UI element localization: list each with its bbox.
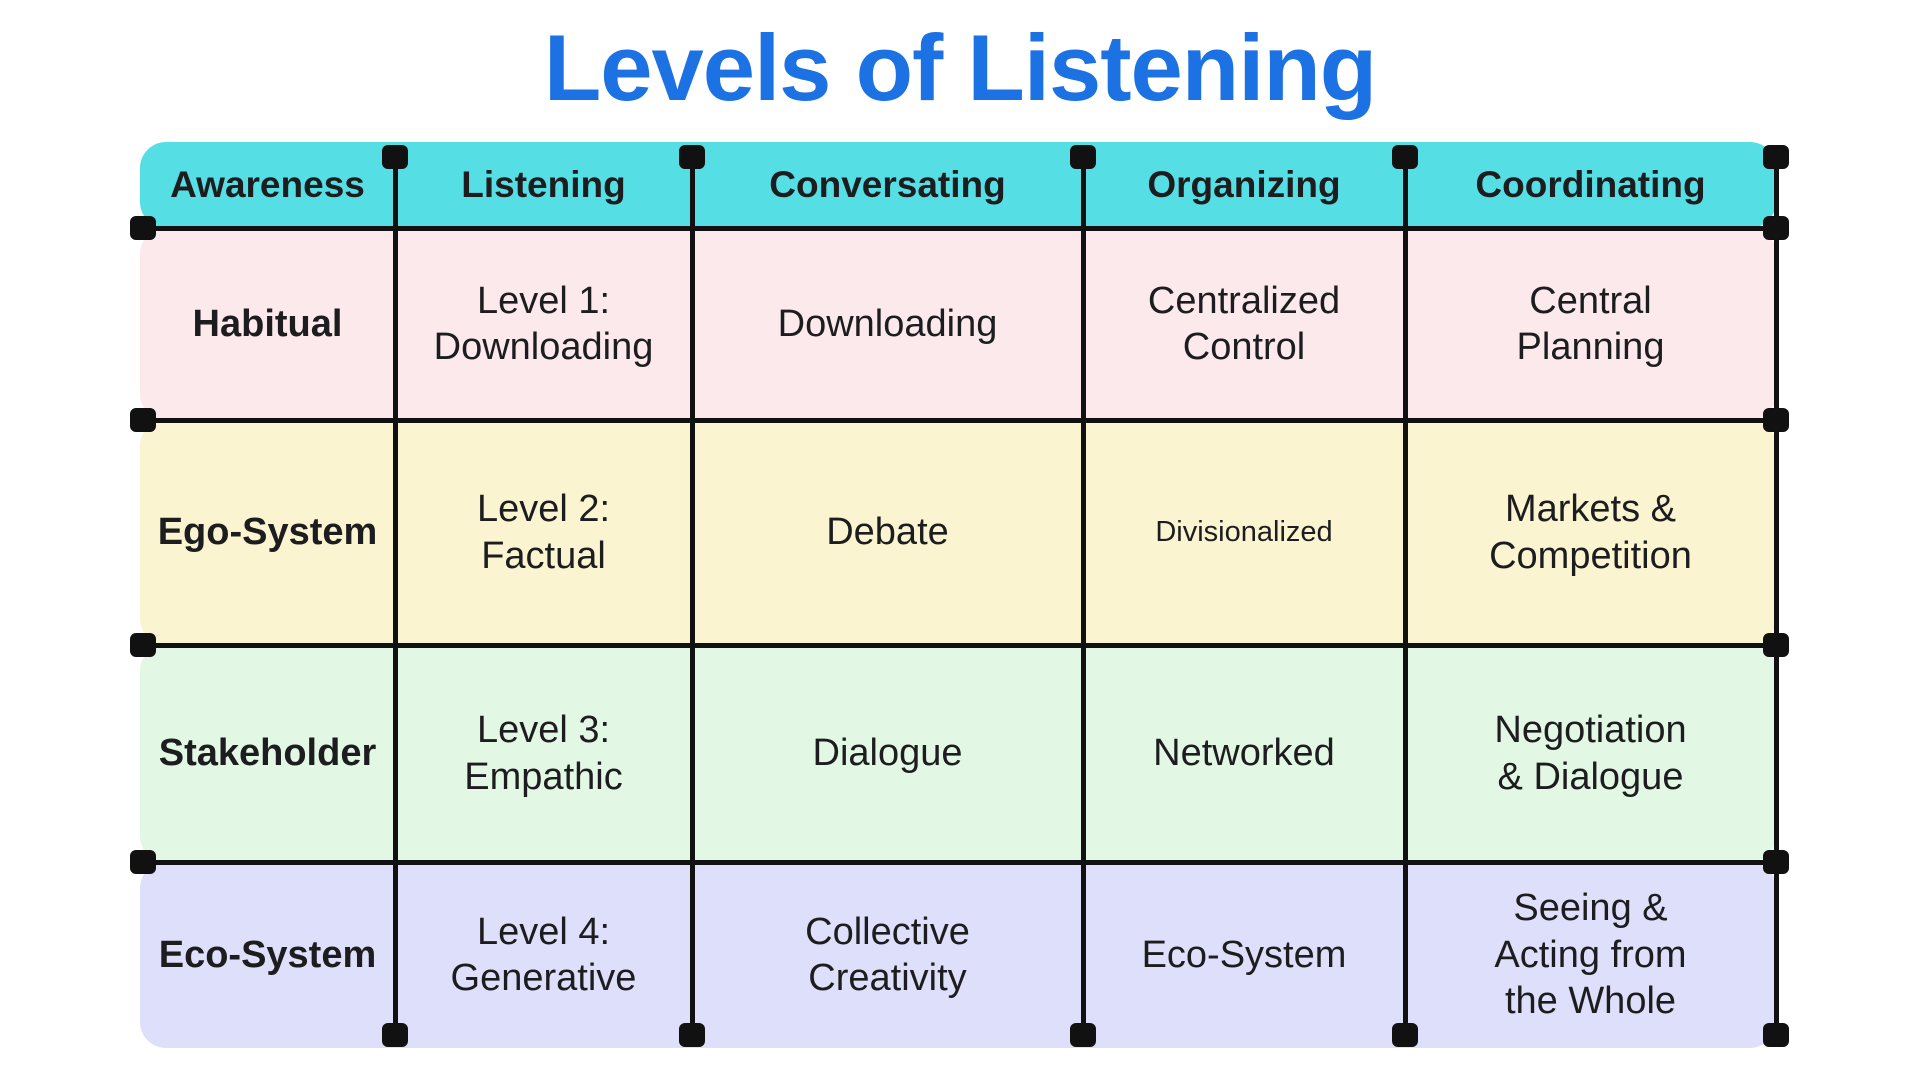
- header-listening: Listening: [461, 164, 626, 206]
- grid-hline-1[interactable]: [130, 226, 1778, 231]
- cell-habitual-coordinating: Central Planning: [1516, 279, 1665, 368]
- header-band: [140, 142, 1776, 228]
- grid-vline-2[interactable]: [690, 150, 695, 1046]
- row-label-ego-system: Ego-System: [157, 511, 378, 554]
- row-label-stakeholder: Stakeholder: [158, 732, 377, 775]
- selection-handle[interactable]: [1070, 145, 1096, 169]
- selection-handle[interactable]: [1070, 1023, 1096, 1047]
- grid-vline-4[interactable]: [1403, 150, 1408, 1046]
- grid-hline-2[interactable]: [130, 418, 1778, 423]
- selection-handle[interactable]: [130, 633, 156, 657]
- grid-vline-3[interactable]: [1081, 150, 1086, 1046]
- cell-ego-system-coordinating: Markets & Competition: [1489, 488, 1692, 577]
- cell-habitual-organizing: Centralized Control: [1147, 279, 1341, 368]
- selection-handle[interactable]: [1763, 850, 1789, 874]
- selection-handle[interactable]: [130, 216, 156, 240]
- cell-stakeholder-organizing: Networked: [1153, 732, 1335, 775]
- row-label-habitual: Habitual: [192, 302, 343, 345]
- grid-vline-right-edge[interactable]: [1774, 150, 1779, 1046]
- cell-ego-system-conversating: Debate: [826, 511, 949, 554]
- selection-handle[interactable]: [130, 408, 156, 432]
- header-organizing: Organizing: [1147, 164, 1341, 206]
- cell-stakeholder-coordinating: Negotiation & Dialogue: [1494, 709, 1687, 798]
- selection-handle[interactable]: [1392, 1023, 1418, 1047]
- selection-handle[interactable]: [130, 850, 156, 874]
- header-coordinating: Coordinating: [1475, 164, 1706, 206]
- row-band-ego-system: [140, 420, 1776, 645]
- row-band-eco-system: [140, 862, 1776, 1048]
- selection-handle[interactable]: [1392, 145, 1418, 169]
- row-band-stakeholder: [140, 645, 1776, 862]
- row-label-eco-system: Eco-System: [158, 933, 377, 976]
- header-awareness: Awareness: [170, 164, 365, 206]
- selection-handle[interactable]: [382, 1023, 408, 1047]
- grid-vline-1[interactable]: [393, 150, 398, 1046]
- cell-habitual-conversating: Downloading: [777, 302, 998, 345]
- selection-handle[interactable]: [679, 1023, 705, 1047]
- selection-handle[interactable]: [1763, 145, 1789, 169]
- selection-handle[interactable]: [1763, 216, 1789, 240]
- grid-hline-4[interactable]: [130, 860, 1778, 865]
- cell-stakeholder-listening: Level 3: Empathic: [464, 709, 623, 798]
- cell-eco-system-listening: Level 4: Generative: [450, 910, 637, 999]
- cell-eco-system-conversating: Collective Creativity: [805, 910, 970, 999]
- cell-habitual-listening: Level 1: Downloading: [433, 279, 654, 368]
- cell-ego-system-listening: Level 2: Factual: [476, 488, 611, 577]
- grid-hline-3[interactable]: [130, 643, 1778, 648]
- cell-ego-system-organizing: Divisionalized: [1155, 515, 1333, 548]
- header-conversating: Conversating: [769, 164, 1006, 206]
- row-band-habitual: [140, 228, 1776, 420]
- cell-eco-system-coordinating: Seeing & Acting from the Whole: [1494, 887, 1687, 1023]
- selection-handle[interactable]: [1763, 1023, 1789, 1047]
- selection-handle[interactable]: [679, 145, 705, 169]
- selection-handle[interactable]: [382, 145, 408, 169]
- selection-handle[interactable]: [1763, 408, 1789, 432]
- page-title: Levels of Listening: [543, 15, 1377, 120]
- cell-stakeholder-conversating: Dialogue: [812, 732, 963, 775]
- cell-eco-system-organizing: Eco-System: [1141, 933, 1347, 976]
- selection-handle[interactable]: [1763, 633, 1789, 657]
